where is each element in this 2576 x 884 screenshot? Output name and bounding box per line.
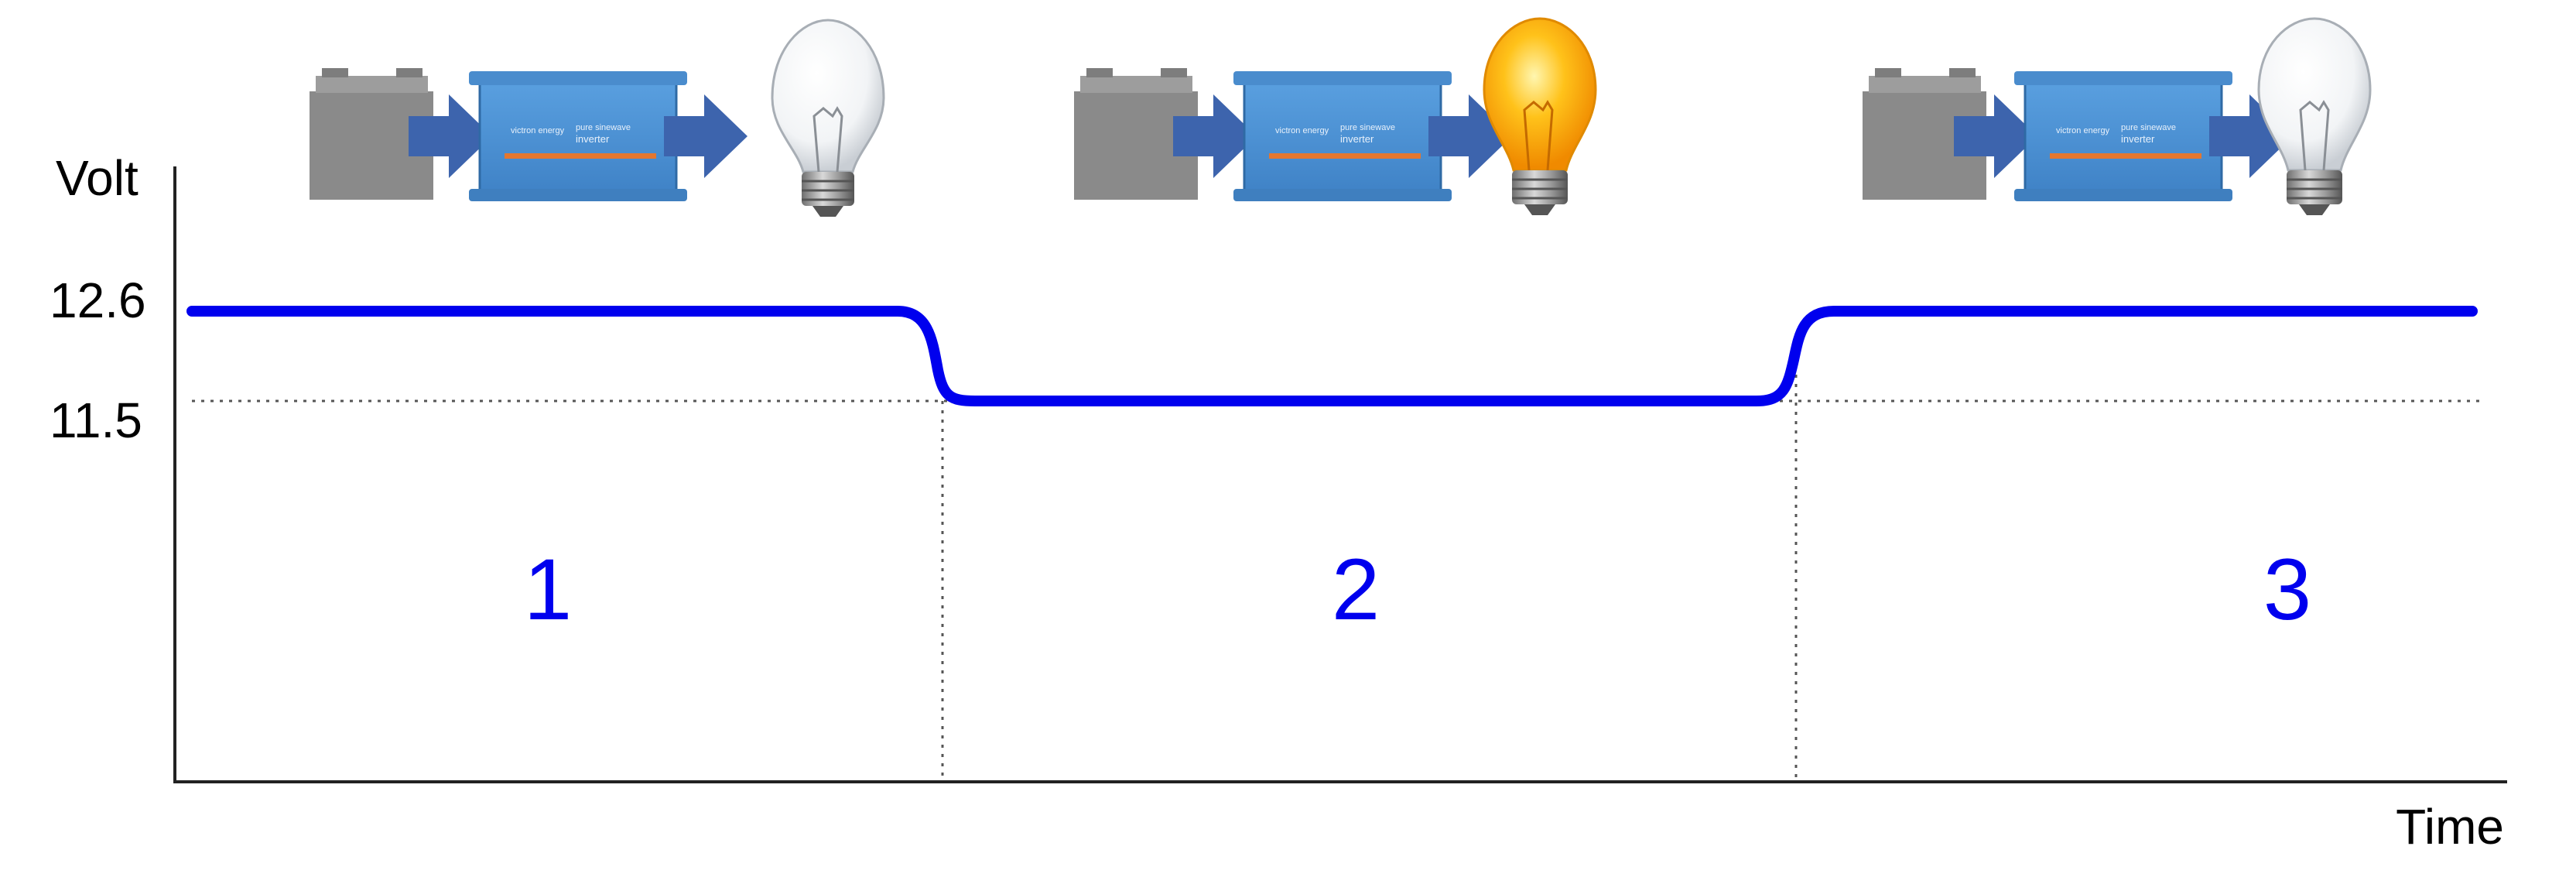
voltage-line (186, 306, 2478, 406)
inverter-model-line2: inverter (2121, 133, 2155, 145)
phase-label-3: 3 (2263, 541, 2311, 638)
light-bulb-off-icon (771, 19, 885, 217)
arrow-icon (2209, 94, 2293, 178)
arrow-icon (1428, 94, 1512, 178)
inverter-icon: victron energy pure sinewave inverter (469, 71, 687, 201)
arrow-icon (664, 94, 747, 178)
axes: Volt Time 12.6 11.5 (50, 150, 2507, 855)
arrow-icon (1954, 94, 2037, 178)
guide-lines (192, 365, 2484, 782)
inverter-icon: victron energy pure sinewave inverter (1233, 71, 1452, 201)
phase-label-1: 1 (524, 541, 572, 638)
inverter-icon: victron energy pure sinewave inverter (2014, 71, 2232, 201)
y-axis-label: Volt (56, 150, 139, 206)
arrow-icon (1173, 94, 1257, 178)
inverter-brand-text: victron energy (2056, 126, 2110, 135)
system-illustration-3: victron energy pure sinewave inverter (1863, 17, 2372, 215)
inverter-model-line1: pure sinewave (576, 123, 631, 132)
inverter-brand-text: victron energy (511, 126, 565, 135)
tick-label-high: 12.6 (50, 272, 146, 328)
tick-label-low: 11.5 (50, 392, 142, 448)
phase-labels: 1 2 3 (524, 541, 2311, 638)
inverter-brand-text: victron energy (1275, 126, 1329, 135)
light-bulb-on-icon (1483, 17, 1597, 215)
system-illustration-1: victron energy pure sinewave inverter (310, 19, 885, 217)
inverter-model-line2: inverter (576, 133, 610, 145)
x-axis-label: Time (2396, 799, 2504, 855)
arrow-icon (409, 94, 492, 178)
inverter-model-line1: pure sinewave (2121, 123, 2176, 132)
system-illustration-2: victron energy pure sinewave inverter (1074, 17, 1597, 215)
inverter-model-line2: inverter (1340, 133, 1374, 145)
light-bulb-off-icon (2257, 17, 2372, 215)
inverter-model-line1: pure sinewave (1340, 123, 1395, 132)
phase-label-2: 2 (1332, 541, 1380, 638)
